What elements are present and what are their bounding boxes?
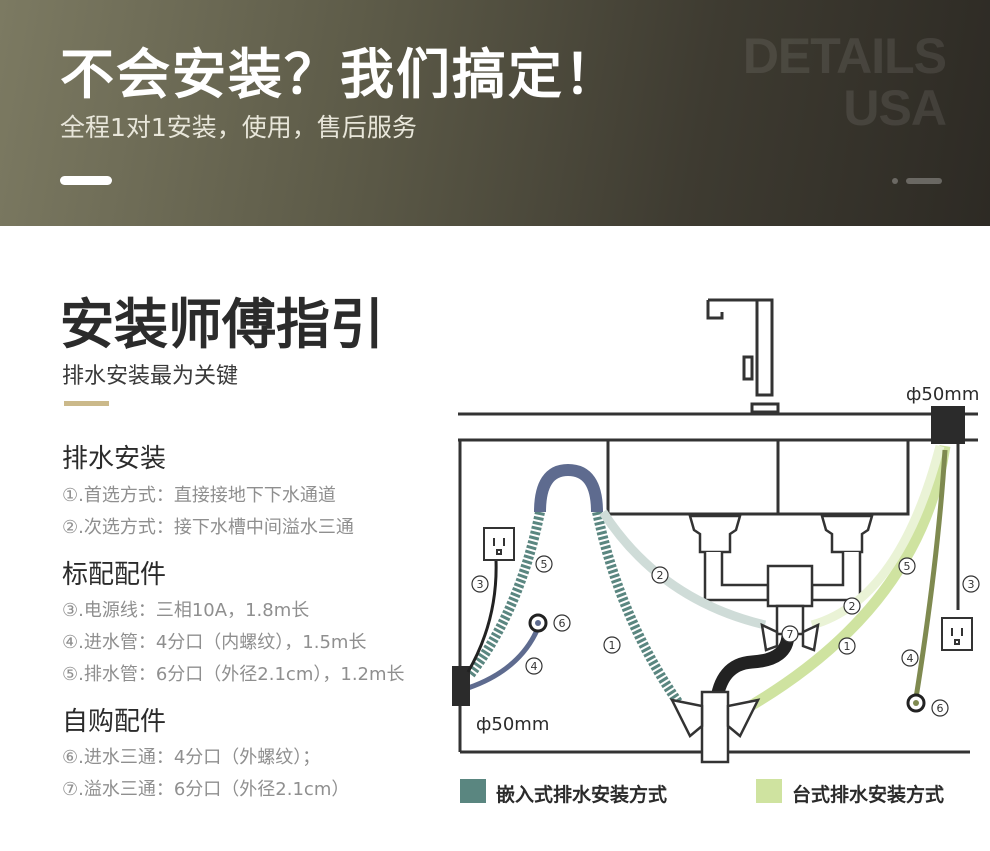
svg-text:6: 6 bbox=[559, 617, 566, 630]
power-cord-right bbox=[913, 449, 948, 699]
floor-drain bbox=[669, 690, 761, 764]
svg-text:4: 4 bbox=[531, 660, 538, 673]
self-purchase-heading: 自购配件 bbox=[62, 707, 167, 737]
marker-2-right: 2 bbox=[843, 597, 861, 615]
svg-text:6: 6 bbox=[937, 702, 944, 715]
right-drain-pipe bbox=[931, 406, 965, 610]
marker-5-left: 5 bbox=[535, 555, 553, 573]
flex-drain-hose bbox=[709, 633, 795, 706]
power-cord-left bbox=[466, 559, 498, 673]
drain-install-heading: 排水安装 bbox=[62, 444, 167, 474]
legend-swatch-embedded bbox=[460, 779, 486, 803]
guide-title: 安装师傅指引 bbox=[60, 293, 384, 356]
list-item: ①.首选方式：直接接地下下水通道 bbox=[62, 485, 336, 506]
power-outlet-icon bbox=[483, 527, 515, 561]
watermark-line-2: USA bbox=[843, 80, 947, 136]
svg-text:3: 3 bbox=[968, 578, 975, 591]
marker-4-right: 4 bbox=[901, 649, 919, 667]
sink-drains bbox=[688, 514, 874, 636]
svg-text:1: 1 bbox=[609, 639, 616, 652]
overflow-tee-icon bbox=[760, 622, 820, 652]
pipe-diameter-label-right: ф50mm bbox=[906, 384, 979, 405]
marker-4-left: 4 bbox=[525, 657, 543, 675]
banner-watermark: DETAILS USA bbox=[742, 28, 947, 136]
list-item: ⑥.进水三通：4分口（外螺纹）； bbox=[62, 747, 321, 768]
marker-2-left: 2 bbox=[651, 566, 669, 584]
list-item: ④.进水管：4分口（内螺纹），1.5m长 bbox=[62, 632, 367, 653]
legend-label-countertop: 台式排水安装方式 bbox=[792, 784, 945, 806]
list-item: ③.电源线：三相10A，1.8m长 bbox=[62, 600, 310, 621]
sink-basin bbox=[606, 438, 910, 516]
banner-accent-bar bbox=[60, 176, 112, 185]
inlet-hose bbox=[467, 463, 603, 691]
countertop-drain-pipes bbox=[737, 444, 951, 717]
gold-accent-bar bbox=[64, 401, 109, 406]
decor-dot bbox=[892, 178, 898, 184]
marker-7: 7 bbox=[781, 625, 799, 643]
faucet-icon bbox=[706, 298, 780, 414]
countertop bbox=[458, 412, 978, 442]
banner-title: 不会安装？我们搞定！ bbox=[60, 43, 620, 106]
svg-text:7: 7 bbox=[787, 628, 794, 641]
list-item: ⑤.排水管：6分口（外径2.1cm），1.2m长 bbox=[62, 664, 405, 685]
marker-5-right: 5 bbox=[898, 557, 916, 575]
top-banner: 不会安装？我们搞定！ 全程1对1安装，使用，售后服务 DETAILS USA bbox=[0, 0, 990, 226]
standard-parts-heading: 标配配件 bbox=[62, 560, 167, 590]
power-outlet-right-icon bbox=[941, 617, 973, 651]
legend-swatch-countertop bbox=[756, 779, 782, 803]
left-drain-box bbox=[452, 666, 470, 706]
decor-dash bbox=[906, 178, 942, 184]
marker-1-left: 1 bbox=[603, 636, 621, 654]
pipe-diameter-label-left: ф50mm bbox=[476, 714, 549, 735]
banner-subtitle: 全程1对1安装，使用，售后服务 bbox=[60, 113, 417, 142]
svg-text:5: 5 bbox=[541, 558, 548, 571]
marker-1-right: 1 bbox=[838, 637, 856, 655]
embedded-drain-pipes bbox=[466, 509, 767, 708]
watermark-line-1: DETAILS bbox=[742, 28, 947, 84]
legend-label-embedded: 嵌入式排水安装方式 bbox=[496, 784, 668, 806]
list-item: ②.次选方式：接下水槽中间溢水三通 bbox=[62, 517, 354, 538]
guide-subtitle: 排水安装最为关键 bbox=[62, 364, 239, 389]
list-item: ⑦.溢水三通：6分口（外径2.1cm） bbox=[62, 779, 350, 800]
inlet-tee-valve-icon bbox=[528, 613, 548, 633]
marker-3-left: 3 bbox=[471, 575, 489, 593]
svg-text:1: 1 bbox=[844, 640, 851, 653]
marker-6-right: 6 bbox=[931, 699, 949, 717]
marker-6-left: 6 bbox=[553, 614, 571, 632]
svg-text:3: 3 bbox=[477, 578, 484, 591]
svg-text:4: 4 bbox=[907, 652, 914, 665]
svg-text:5: 5 bbox=[904, 560, 911, 573]
svg-text:2: 2 bbox=[657, 569, 664, 582]
marker-3-right: 3 bbox=[962, 575, 980, 593]
svg-text:2: 2 bbox=[849, 600, 856, 613]
inlet-tee-valve-right-icon bbox=[906, 693, 926, 713]
